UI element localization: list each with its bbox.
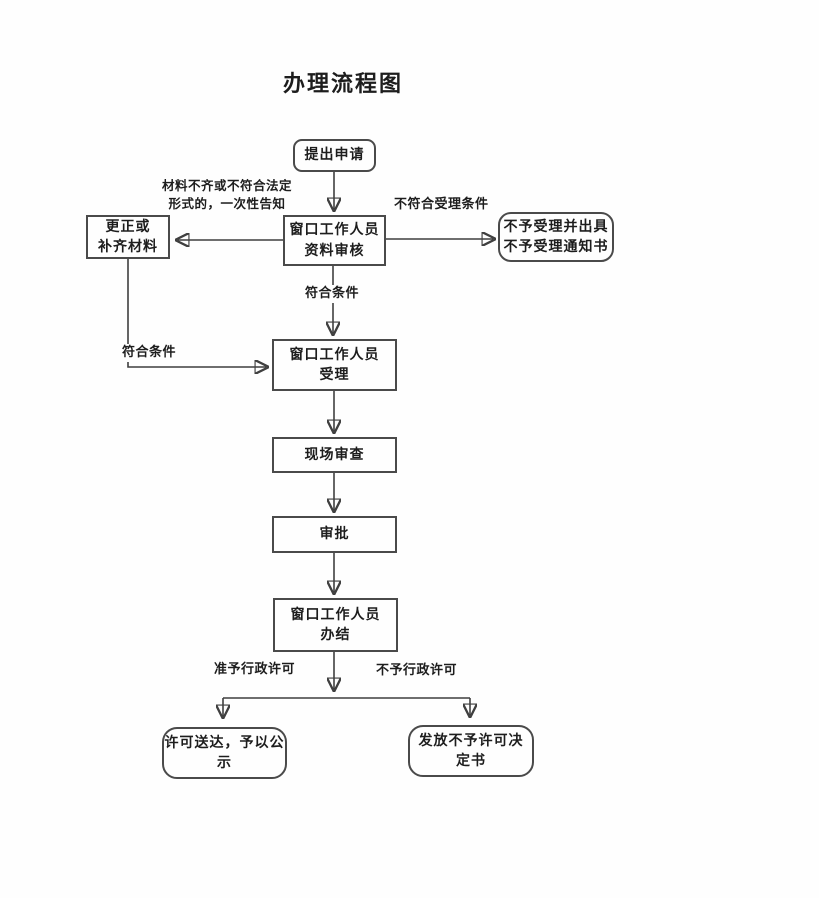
- edge-label-grant-permit: 准予行政许可: [214, 661, 296, 680]
- edge-label-incomplete-materials-line1: 材料不齐或不符合法定: [161, 178, 292, 193]
- node-approval: 审批: [272, 516, 397, 553]
- edge-correct-to-accept: [127, 259, 266, 367]
- node-denial-decision-line1: 发放不予许可决: [418, 732, 524, 749]
- node-correct-materials: 更正或 补齐材料: [86, 215, 170, 259]
- node-reject-notice-line2: 不予受理通知书: [503, 239, 609, 255]
- node-permit-delivery-line1: 许可送达，予以公: [164, 734, 285, 751]
- node-window-staff-review-line2: 资料审核: [304, 242, 365, 259]
- node-submit-application: 提出申请: [293, 139, 376, 172]
- edge-label-meet-conditions-center: 符合条件: [305, 285, 360, 304]
- node-approval-label: 审批: [319, 526, 350, 543]
- edge-label-incomplete-materials-line2: 形式的，一次性告知: [168, 195, 286, 211]
- node-window-staff-review: 窗口工作人员 资料审核: [283, 215, 386, 266]
- edge-label-deny-permit: 不予行政许可: [376, 662, 458, 681]
- edge-label-not-meet-conditions: 不符合受理条件: [394, 196, 489, 215]
- node-submit-application-label: 提出申请: [304, 147, 365, 164]
- edge-label-incomplete-materials: 材料不齐或不符合法定 形式的，一次性告知: [156, 177, 298, 212]
- node-reject-notice-line1: 不予受理并出具: [503, 218, 609, 235]
- node-window-staff-accept-line2: 受理: [319, 367, 350, 383]
- node-window-staff-complete: 窗口工作人员 办结: [273, 598, 398, 652]
- node-window-staff-accept: 窗口工作人员 受理: [272, 339, 397, 391]
- node-window-staff-complete-line2: 办结: [320, 627, 351, 643]
- node-reject-notice: 不予受理并出具 不予受理通知书: [498, 212, 614, 262]
- node-correct-materials-line1: 更正或: [105, 218, 151, 235]
- node-window-staff-accept-line1: 窗口工作人员: [289, 346, 380, 363]
- node-denial-decision: 发放不予许可决 定书: [408, 725, 534, 777]
- node-onsite-review: 现场审查: [272, 437, 397, 473]
- node-permit-delivery-line2: 示: [217, 755, 232, 771]
- page-title: 办理流程图: [283, 72, 404, 97]
- node-correct-materials-line2: 补齐材料: [98, 239, 158, 255]
- node-denial-decision-line2: 定书: [456, 753, 486, 769]
- node-window-staff-complete-line1: 窗口工作人员: [290, 606, 381, 623]
- node-onsite-review-label: 现场审查: [304, 446, 365, 463]
- edge-label-meet-conditions-left: 符合条件: [122, 344, 177, 363]
- node-permit-delivery: 许可送达，予以公 示: [162, 727, 287, 779]
- node-window-staff-review-line1: 窗口工作人员: [289, 222, 380, 239]
